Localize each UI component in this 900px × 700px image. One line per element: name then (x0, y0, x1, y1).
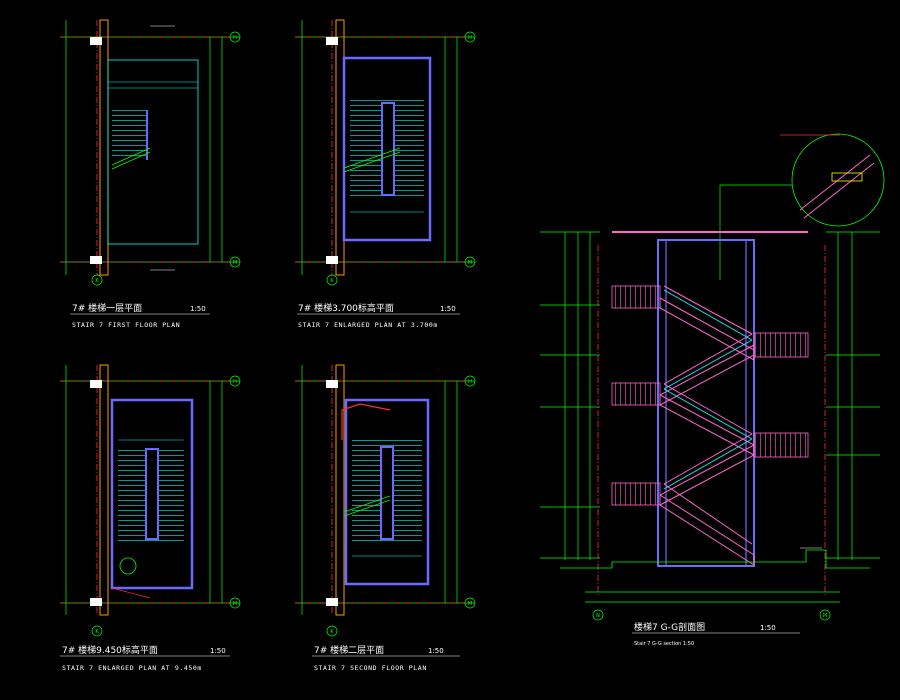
axis-bubble-left: K (330, 629, 334, 635)
plan-scale: 1:50 (210, 647, 226, 655)
axis-bubble-bottom: M (468, 260, 472, 266)
axis-bubble-top: H (233, 379, 237, 385)
plan-scale: 1:50 (428, 647, 444, 655)
plan-title: 7# 楼梯3.700标高平面 (298, 302, 394, 314)
plan-enlarged-9450: H M K 7# 楼梯9.450标高平面 1:50 STAIR 7 ENLARG… (60, 364, 241, 672)
detail-callout (791, 133, 885, 227)
plan-scale: 1:50 (190, 305, 206, 313)
axis-bubble-right: M (823, 613, 827, 619)
plan-subtitle: STAIR 7 FIRST FLOOR PLAN (72, 321, 180, 329)
plan-subtitle: STAIR 7 ENLARGED PLAN AT 3.700m (298, 321, 438, 329)
axis-bubble-top: H (468, 379, 472, 385)
section-subtitle: Stair 7 G-G section 1:50 (634, 641, 694, 647)
section-title: 楼梯7 G-G剖面图 (634, 621, 705, 633)
axis-bubble-bottom: M (468, 601, 472, 607)
plan-first-floor: H M K 7# 楼梯一层平面 1:50 STAIR 7 FIRST FLOOR… (60, 19, 241, 329)
plan-enlarged-3700: H M K 7# 楼梯3.700标高平面 1:50 STAIR 7 ENLARG… (295, 19, 476, 329)
plan-subtitle: STAIR 7 SECOND FLOOR PLAN (314, 664, 427, 672)
plan-second-floor: H M K 7# 楼梯二层平面 1:50 STAIR 7 SECOND FLOO… (295, 364, 476, 672)
axis-bubble-bottom: M (233, 260, 237, 266)
axis-bubble-top: H (233, 35, 237, 41)
axis-bubble-left: N (596, 613, 600, 619)
plan-scale: 1:50 (440, 305, 456, 313)
section-g-g: N M 楼梯7 G-G剖面图 1:50 Stair 7 G-G section … (540, 133, 885, 647)
axis-bubble-left: K (330, 278, 334, 284)
axis-bubble-bottom: M (233, 601, 237, 607)
plan-title: 7# 楼梯二层平面 (314, 644, 384, 656)
axis-bubble-left: K (95, 278, 99, 284)
section-scale: 1:50 (760, 624, 776, 632)
plan-subtitle: STAIR 7 ENLARGED PLAN AT 9.450m (62, 664, 202, 672)
axis-bubble-left: K (95, 629, 99, 635)
plan-title: 7# 楼梯9.450标高平面 (62, 644, 158, 656)
plan-title: 7# 楼梯一层平面 (72, 302, 142, 314)
axis-bubble-top: H (468, 35, 472, 41)
